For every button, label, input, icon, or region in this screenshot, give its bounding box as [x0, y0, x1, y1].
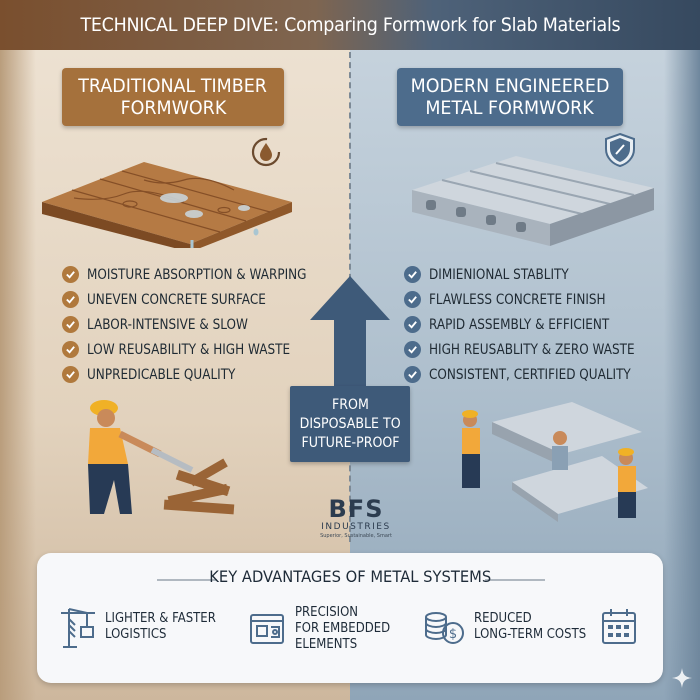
- list-item: MOISTURE ABSORPTION & WARPING: [62, 262, 342, 287]
- metal-panel-illustration: [412, 156, 654, 246]
- company-logo: BFS INDUSTRIES Superior, Sustainable, Sm…: [306, 496, 406, 544]
- logo-name: INDUSTRIES: [321, 522, 391, 532]
- panel-rule-left: [157, 579, 217, 581]
- metal-heading-line2: METAL FORMWORK: [425, 97, 595, 119]
- timber-heading: TRADITIONAL TIMBER FORMWORK: [62, 68, 284, 126]
- list-item-text: CONSISTENT, CERTIFIED QUALITY: [429, 366, 631, 383]
- check-icon: [62, 291, 79, 308]
- timber-heading-line2: FORMWORK: [120, 97, 226, 119]
- check-icon: [404, 316, 421, 333]
- svg-text:$: $: [449, 627, 457, 642]
- workers-assembling-illustration: [462, 402, 648, 522]
- right-edge-shade: [664, 0, 700, 700]
- advantage-precision-line3: ELEMENTS: [295, 637, 358, 652]
- advantage-precision-line1: PRECISION: [295, 605, 359, 620]
- check-icon: [404, 366, 421, 383]
- list-item: HIGH REUSABLITY & ZERO WASTE: [404, 337, 668, 362]
- list-item-text: UNEVEN CONCRETE SURFACE: [87, 291, 266, 308]
- list-item: RAPID ASSEMBLY & EFFICIENT: [404, 312, 668, 337]
- shield-icon: [605, 132, 635, 168]
- list-item: LOW REUSABILITY & HIGH WASTE: [62, 337, 342, 362]
- title-bar: TECHNICAL DEEP DIVE: Comparing Formwork …: [0, 0, 700, 50]
- advantage-schedule: [599, 605, 639, 649]
- list-item: LABOR-INTENSIVE & SLOW: [62, 312, 342, 337]
- check-icon: [62, 341, 79, 358]
- metal-heading-line1: MODERN ENGINEERED: [410, 75, 610, 97]
- list-item-text: FLAWLESS CONCRETE FINISH: [429, 291, 606, 308]
- panel-title-text: KEY ADVANTAGES OF METAL SYSTEMS: [209, 567, 491, 586]
- transition-label-line1: FROM: [331, 396, 369, 413]
- calendar-icon: [602, 609, 636, 644]
- metal-heading: MODERN ENGINEERED METAL FORMWORK: [397, 68, 623, 126]
- list-item-text: LABOR-INTENSIVE & SLOW: [87, 316, 248, 333]
- worker-sawing-illustration: [88, 400, 235, 515]
- check-icon: [62, 366, 79, 383]
- list-item: CONSISTENT, CERTIFIED QUALITY: [404, 362, 668, 387]
- advantage-logistics-line1: LIGHTER & FASTER: [105, 611, 216, 626]
- list-item: UNPREDICABLE QUALITY: [62, 362, 342, 387]
- page-title: TECHNICAL DEEP DIVE: Comparing Formwork …: [80, 14, 620, 36]
- check-icon: [404, 291, 421, 308]
- list-item-text: UNPREDICABLE QUALITY: [87, 366, 236, 383]
- check-icon: [404, 266, 421, 283]
- advantage-precision: PRECISION FOR EMBEDDED ELEMENTS: [247, 605, 401, 653]
- list-item-text: LOW REUSABILITY & HIGH WASTE: [87, 341, 291, 358]
- sparkle-icon: [672, 668, 692, 688]
- transition-label: FROM DISPOSABLE TO FUTURE-PROOF: [290, 386, 410, 462]
- advantage-costs-line1: REDUCED: [474, 611, 532, 626]
- timber-drawbacks-list: MOISTURE ABSORPTION & WARPING UNEVEN CON…: [62, 262, 342, 387]
- panel-rule-right: [485, 579, 545, 581]
- advantage-precision-line2: FOR EMBEDDED: [295, 621, 391, 636]
- advantage-logistics: LIGHTER & FASTER LOGISTICS: [57, 605, 228, 649]
- transition-label-line2: DISPOSABLE TO: [299, 415, 401, 432]
- arrow-up-icon: [310, 276, 390, 404]
- list-item: DIMIENIONAL STABLITY: [404, 262, 668, 287]
- check-icon: [404, 341, 421, 358]
- panel-title: KEY ADVANTAGES OF METAL SYSTEMS: [37, 567, 663, 586]
- key-advantages-panel: KEY ADVANTAGES OF METAL SYSTEMS LIGHTER …: [37, 553, 663, 683]
- timber-plank-illustration: [42, 162, 292, 248]
- list-item: UNEVEN CONCRETE SURFACE: [62, 287, 342, 312]
- advantage-costs: $ REDUCED LONG-TERM COSTS: [422, 605, 599, 649]
- logo-tagline: Superior, Sustainable, Smart: [320, 533, 392, 539]
- logo-mark: BFS: [328, 495, 384, 523]
- check-icon: [62, 266, 79, 283]
- list-item-text: HIGH REUSABLITY & ZERO WASTE: [429, 341, 635, 358]
- crane-icon: [61, 608, 95, 648]
- advantage-logistics-line2: LOGISTICS: [105, 627, 167, 642]
- timber-heading-line1: TRADITIONAL TIMBER: [78, 75, 268, 97]
- check-icon: [62, 316, 79, 333]
- left-edge-shade: [0, 0, 36, 700]
- transition-label-line3: FUTURE-PROOF: [300, 434, 400, 451]
- metal-benefits-list: DIMIENIONAL STABLITY FLAWLESS CONCRETE F…: [404, 262, 668, 387]
- blueprint-icon: [250, 614, 284, 644]
- advantage-costs-line2: LONG-TERM COSTS: [474, 627, 587, 642]
- list-item-text: MOISTURE ABSORPTION & WARPING: [87, 266, 307, 283]
- list-item-text: RAPID ASSEMBLY & EFFICIENT: [429, 316, 610, 333]
- list-item: FLAWLESS CONCRETE FINISH: [404, 287, 668, 312]
- coins-icon: $: [425, 612, 464, 644]
- water-drop-icon: [251, 137, 281, 167]
- list-item-text: DIMIENIONAL STABLITY: [429, 266, 569, 283]
